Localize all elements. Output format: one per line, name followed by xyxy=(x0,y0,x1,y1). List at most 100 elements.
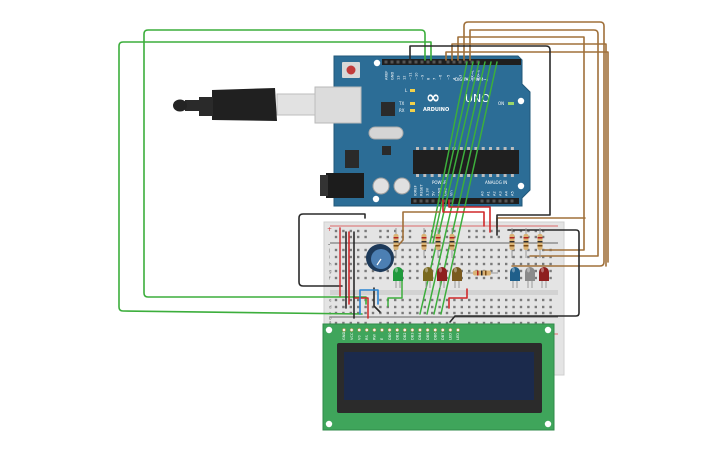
potentiometer[interactable] xyxy=(366,244,394,272)
breadboard-hole[interactable] xyxy=(357,321,360,325)
led-body[interactable] xyxy=(525,267,535,281)
breadboard-hole[interactable] xyxy=(349,255,352,259)
breadboard-hole[interactable] xyxy=(416,269,419,273)
breadboard-hole[interactable] xyxy=(445,298,449,302)
breadboard-hole[interactable] xyxy=(357,305,360,309)
breadboard-hole[interactable] xyxy=(408,262,412,266)
breadboard-hole[interactable] xyxy=(386,235,389,239)
breadboard-hole[interactable] xyxy=(519,276,523,280)
digital-pin-socket[interactable] xyxy=(414,60,418,64)
breadboard-hole[interactable] xyxy=(401,305,404,309)
lcd-pin[interactable] xyxy=(425,328,430,332)
resistor[interactable] xyxy=(466,270,498,276)
breadboard-hole[interactable] xyxy=(505,262,508,266)
breadboard-hole[interactable] xyxy=(519,311,523,315)
breadboard-hole[interactable] xyxy=(408,276,412,280)
breadboard-hole[interactable] xyxy=(542,298,545,302)
breadboard-hole[interactable] xyxy=(497,276,500,280)
breadboard-hole[interactable] xyxy=(431,298,434,302)
breadboard-hole[interactable] xyxy=(349,229,352,233)
breadboard-hole[interactable] xyxy=(364,248,367,252)
digital-pin-socket[interactable] xyxy=(396,60,400,64)
breadboard-hole[interactable] xyxy=(497,298,500,302)
lcd-pin[interactable] xyxy=(433,328,438,332)
breadboard-hole[interactable] xyxy=(386,305,389,309)
breadboard-hole[interactable] xyxy=(431,311,434,315)
breadboard-hole[interactable] xyxy=(468,305,471,309)
digital-pin-socket[interactable] xyxy=(470,60,474,64)
breadboard-hole[interactable] xyxy=(482,276,486,280)
lcd-pin[interactable] xyxy=(440,328,445,332)
breadboard-hole[interactable] xyxy=(453,298,456,302)
breadboard-hole[interactable] xyxy=(490,229,493,233)
breadboard-hole[interactable] xyxy=(371,305,375,309)
breadboard-hole[interactable] xyxy=(379,305,382,309)
lcd-pin[interactable] xyxy=(380,328,384,332)
breadboard-hole[interactable] xyxy=(364,321,367,325)
breadboard-hole[interactable] xyxy=(408,269,412,273)
breadboard-hole[interactable] xyxy=(534,235,537,239)
breadboard-hole[interactable] xyxy=(490,235,493,239)
breadboard-hole[interactable] xyxy=(460,311,463,315)
analog-pin-socket[interactable] xyxy=(504,199,508,203)
power-pin-socket[interactable] xyxy=(413,199,417,203)
breadboard-hole[interactable] xyxy=(505,248,508,252)
breadboard-hole[interactable] xyxy=(357,235,360,239)
breadboard-hole[interactable] xyxy=(542,305,545,309)
breadboard-hole[interactable] xyxy=(505,305,508,309)
breadboard-hole[interactable] xyxy=(490,276,493,280)
breadboard-hole[interactable] xyxy=(371,269,375,273)
breadboard-hole[interactable] xyxy=(490,255,493,259)
breadboard-hole[interactable] xyxy=(512,311,515,315)
breadboard-hole[interactable] xyxy=(482,321,486,325)
led-body[interactable] xyxy=(437,267,447,281)
power-pin-socket[interactable] xyxy=(419,199,423,203)
breadboard-hole[interactable] xyxy=(364,269,367,273)
breadboard-hole[interactable] xyxy=(349,262,352,266)
power-pin-socket[interactable] xyxy=(431,199,435,203)
breadboard-hole[interactable] xyxy=(371,276,375,280)
breadboard-hole[interactable] xyxy=(453,321,456,325)
breadboard-hole[interactable] xyxy=(423,311,426,315)
breadboard-hole[interactable] xyxy=(342,321,345,325)
breadboard-hole[interactable] xyxy=(334,276,338,280)
breadboard-hole[interactable] xyxy=(542,262,545,266)
breadboard-hole[interactable] xyxy=(497,262,500,266)
breadboard-hole[interactable] xyxy=(342,298,345,302)
breadboard-hole[interactable] xyxy=(416,305,419,309)
breadboard-hole[interactable] xyxy=(490,298,493,302)
breadboard-hole[interactable] xyxy=(408,248,412,252)
breadboard-hole[interactable] xyxy=(468,298,471,302)
breadboard-hole[interactable] xyxy=(549,276,552,280)
breadboard-hole[interactable] xyxy=(482,255,486,259)
breadboard-hole[interactable] xyxy=(394,311,397,315)
breadboard-hole[interactable] xyxy=(386,276,389,280)
resistor[interactable] xyxy=(509,228,515,258)
breadboard-hole[interactable] xyxy=(401,262,404,266)
breadboard-hole[interactable] xyxy=(423,229,426,233)
breadboard-hole[interactable] xyxy=(342,255,345,259)
breadboard-hole[interactable] xyxy=(542,255,545,259)
breadboard-hole[interactable] xyxy=(394,262,397,266)
breadboard-hole[interactable] xyxy=(460,262,463,266)
breadboard-hole[interactable] xyxy=(445,311,449,315)
lcd-pin[interactable] xyxy=(448,328,453,332)
breadboard-hole[interactable] xyxy=(408,305,412,309)
breadboard-hole[interactable] xyxy=(423,305,426,309)
breadboard-hole[interactable] xyxy=(423,255,426,259)
breadboard-hole[interactable] xyxy=(342,235,345,239)
breadboard-hole[interactable] xyxy=(497,269,500,273)
breadboard-hole[interactable] xyxy=(445,262,449,266)
breadboard-hole[interactable] xyxy=(349,298,352,302)
breadboard-hole[interactable] xyxy=(453,262,456,266)
breadboard-hole[interactable] xyxy=(445,229,449,233)
digital-pin-socket[interactable] xyxy=(446,60,450,64)
breadboard-hole[interactable] xyxy=(408,298,412,302)
breadboard-hole[interactable] xyxy=(512,262,515,266)
led[interactable] xyxy=(393,267,403,288)
breadboard-hole[interactable] xyxy=(401,321,404,325)
breadboard-hole[interactable] xyxy=(371,298,375,302)
breadboard-hole[interactable] xyxy=(482,235,486,239)
breadboard-hole[interactable] xyxy=(423,321,426,325)
breadboard-hole[interactable] xyxy=(379,276,382,280)
